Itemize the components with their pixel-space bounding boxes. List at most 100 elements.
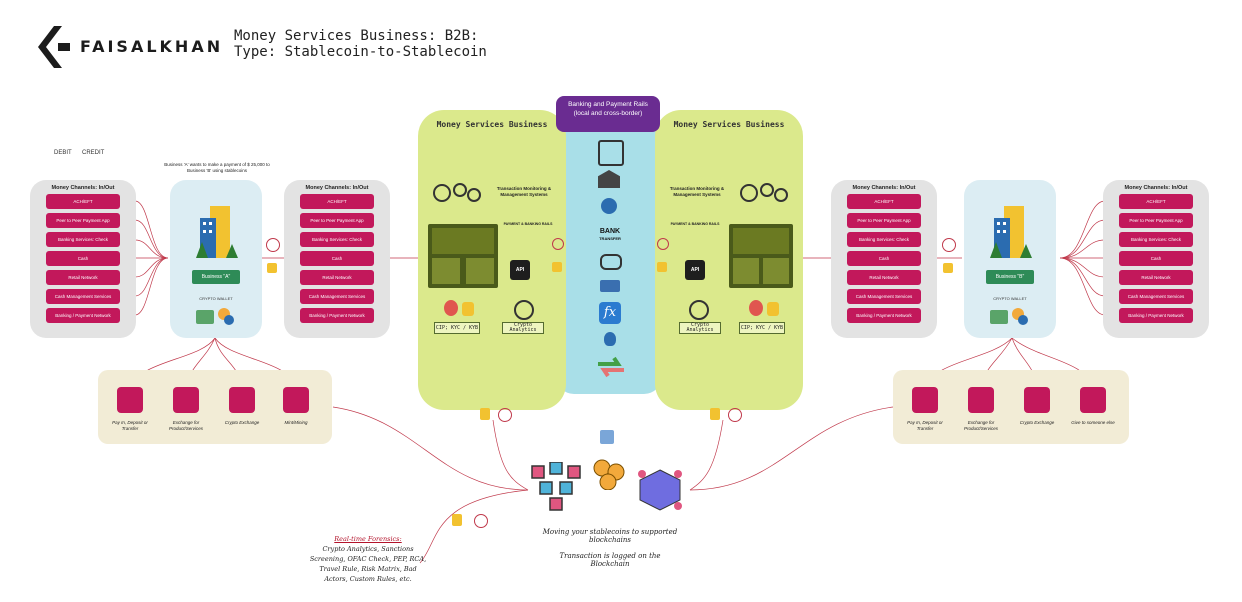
crypto-card-icon	[428, 224, 498, 288]
msb-left-panel: Money Services Business Transaction Moni…	[418, 110, 566, 410]
business-a-note: Business 'A' wants to make a payment of …	[164, 162, 270, 173]
channel-item[interactable]: Cash Management Services	[300, 289, 374, 304]
rails-label: PAYMENT & BANKING RAILS	[670, 222, 720, 226]
msb-left-channels-panel: Money Channels: In/Out ACH/EFT Peer to P…	[284, 180, 390, 338]
channel-item[interactable]: Retail Network	[300, 270, 374, 285]
channel-item[interactable]: ACH/EFT	[300, 194, 374, 209]
channels-title: Money Channels: In/Out	[852, 185, 916, 191]
crypto-coins-icon	[432, 228, 494, 254]
channel-item[interactable]: Banking Services: Check	[847, 232, 921, 247]
crypto-wallet-icon	[990, 308, 1028, 325]
hand-tap-icon	[552, 262, 562, 272]
deposit-icon[interactable]	[117, 387, 143, 413]
channel-item[interactable]: Cash	[46, 251, 120, 266]
channel-item[interactable]: Peer to Peer Payment App	[46, 213, 120, 228]
rails-column	[556, 110, 662, 394]
bottom-left-panel: Pay In, Deposit or Transfer Exchange for…	[98, 370, 332, 444]
blockchain-caption-1: Moving your stablecoins to supported blo…	[542, 528, 678, 544]
fingerprint-icon	[657, 238, 669, 250]
fingerprint-icon	[728, 408, 742, 422]
channel-item[interactable]: Banking / Payment Network	[300, 308, 374, 323]
channel-item[interactable]: Cash	[300, 251, 374, 266]
hand-tap-icon	[657, 262, 667, 272]
trade-icon	[466, 258, 494, 284]
fingerprint-icon	[474, 514, 488, 528]
channel-item[interactable]: Banking Services: Check	[300, 232, 374, 247]
credit-label: CREDIT	[82, 150, 105, 156]
brand-name: FAISALKHAN	[80, 37, 224, 56]
channel-item[interactable]: Retail Network	[46, 270, 120, 285]
forensics-line: Travel Rule, Risk Matrix, Bad	[319, 565, 417, 573]
bank-label: BANK	[599, 228, 621, 235]
api-icon: API	[685, 260, 705, 280]
business-a-panel: Business 'A' wants to make a payment of …	[164, 162, 270, 338]
channel-item[interactable]: Cash	[847, 251, 921, 266]
gears-icon	[740, 183, 788, 202]
rail-network-icon	[598, 140, 624, 166]
crypto-exchange-icon[interactable]	[1024, 387, 1050, 413]
credit-card-icon	[600, 280, 620, 292]
channel-item[interactable]: Peer to Peer Payment App	[1119, 213, 1193, 228]
channel-item[interactable]: Peer to Peer Payment App	[847, 213, 921, 228]
bottom-label: Pay In, Deposit or Transfer	[907, 420, 943, 431]
bank-icon	[598, 170, 620, 188]
rails-label: PAYMENT & BANKING RAILS	[503, 222, 553, 226]
stablecoin-drop-icon	[604, 332, 616, 346]
analytics-box: Crypto Analytics	[679, 322, 721, 334]
gears-icon	[433, 183, 481, 202]
channel-item[interactable]: Banking Services: Check	[46, 232, 120, 247]
channel-item[interactable]: Cash Management Services	[1119, 289, 1193, 304]
business-b-badge: Business "B"	[986, 270, 1034, 284]
fingerprint-icon	[266, 238, 280, 252]
bank-transfer-label: BANK TRANSFER	[590, 228, 630, 242]
magnifier-icon	[689, 300, 709, 320]
channel-item[interactable]: Cash Management Services	[46, 289, 120, 304]
hand-tap-icon	[452, 514, 462, 526]
right-channels-panel: Money Channels: In/Out ACH/EFT Peer to P…	[1103, 180, 1209, 338]
give-person-icon[interactable]	[1080, 387, 1106, 413]
forensics-line: Crypto Analytics, Sanctions	[322, 545, 414, 553]
hand-tap-icon	[710, 408, 720, 420]
forensics-note: Real-time Forensics: Crypto Analytics, S…	[308, 534, 428, 584]
left-channels-panel: Money Channels: In/Out ACH/EFT Peer to P…	[30, 180, 136, 338]
deposit-icon[interactable]	[912, 387, 938, 413]
fingerprint-icon	[552, 238, 564, 250]
kyc-box: CIP; KYC / KYB	[434, 322, 480, 334]
channel-item[interactable]: Banking Services: Check	[1119, 232, 1193, 247]
rails-header: Banking and Payment Rails (local and cro…	[556, 96, 660, 132]
channel-item[interactable]: ACH/EFT	[46, 194, 120, 209]
hand-tap-icon	[943, 263, 953, 273]
channel-item[interactable]: Cash	[1119, 251, 1193, 266]
crypto-exchange-icon[interactable]	[229, 387, 255, 413]
swift-icon	[601, 198, 617, 214]
payment-flow-icon	[600, 254, 622, 270]
channels-title: Money Channels: In/Out	[305, 185, 369, 191]
exchange-products-icon[interactable]	[968, 387, 994, 413]
channel-item[interactable]: ACH/EFT	[1119, 194, 1193, 209]
channel-item[interactable]: Banking / Payment Network	[1119, 308, 1193, 323]
title-line-1: Money Services Business: B2B:	[234, 28, 479, 44]
crypto-card-icon	[729, 224, 793, 288]
fingerprint-icon	[498, 408, 512, 422]
rails-header-line-2: (local and cross-border)	[573, 110, 643, 117]
forensics-heading: Real-time Forensics:	[334, 535, 402, 543]
business-a-badge: Business "A"	[192, 270, 240, 284]
office-building-icon	[196, 206, 238, 258]
mint-mining-icon[interactable]	[283, 387, 309, 413]
channel-item[interactable]: Banking / Payment Network	[847, 308, 921, 323]
hand-tap-icon	[480, 408, 490, 420]
channel-item[interactable]: Peer to Peer Payment App	[300, 213, 374, 228]
bottom-label: Pay In, Deposit or Transfer	[112, 420, 148, 431]
channel-item[interactable]: Cash Management Services	[847, 289, 921, 304]
channels-title: Money Channels: In/Out	[51, 185, 115, 191]
business-b-panel: Business "B" CRYPTO WALLET	[964, 180, 1056, 338]
bottom-label: Exchange for Product/Services	[963, 420, 998, 431]
channel-item[interactable]: ACH/EFT	[847, 194, 921, 209]
crypto-wallet-label: CRYPTO WALLET	[993, 296, 1027, 301]
tms-label: Transaction Monitoring & Management Syst…	[669, 186, 725, 197]
channel-item[interactable]: Banking / Payment Network	[46, 308, 120, 323]
exchange-products-icon[interactable]	[173, 387, 199, 413]
channel-item[interactable]: Retail Network	[1119, 270, 1193, 285]
channel-item[interactable]: Retail Network	[847, 270, 921, 285]
crypto-wallet-label: CRYPTO WALLET	[199, 296, 233, 301]
